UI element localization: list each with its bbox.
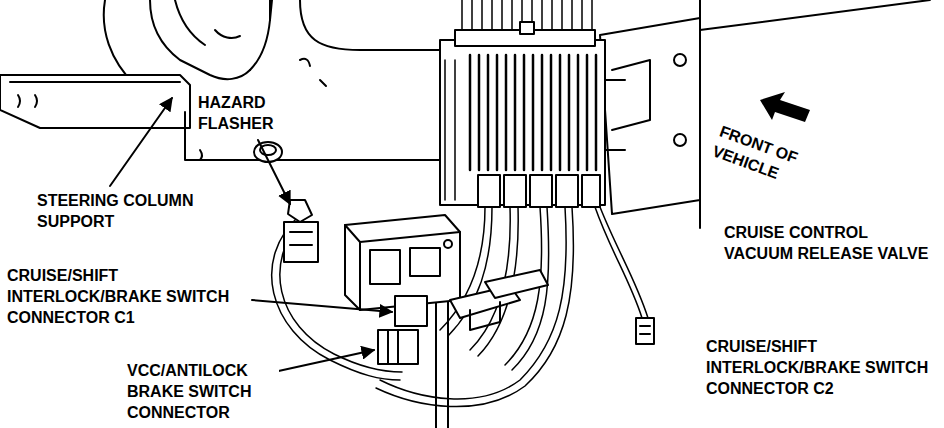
module-bracket: [600, 18, 700, 214]
part-label: FRONT OF VEHICLE: [708, 120, 820, 195]
part-label: VCC/ANTILOCK BRAKE SWITCH CONNECTOR: [125, 360, 279, 423]
dash-panel: [700, 0, 930, 30]
steering-column-support: [0, 0, 440, 160]
part-label: HAZARD FLASHER: [196, 92, 310, 134]
part-label: CRUISE CONTROL VACUUM RELEASE VALVE: [722, 222, 931, 264]
part-label: STEERING COLUMN SUPPORT: [35, 190, 219, 232]
control-module: [440, 22, 605, 207]
switch-assembly: [345, 215, 548, 364]
part-label: CRUISE/SHIFT INTERLOCK/BRAKE SWITCH CONN…: [704, 336, 938, 399]
leader-line: [110, 98, 392, 372]
dash-panel: [699, 200, 701, 228]
hazard-flasher: [254, 142, 318, 262]
direction-arrow: [760, 92, 810, 122]
valve-connector: [636, 318, 654, 344]
part-label: CRUISE/SHIFT INTERLOCK/BRAKE SWITCH CONN…: [5, 265, 249, 328]
dash-panel: [270, 0, 440, 50]
